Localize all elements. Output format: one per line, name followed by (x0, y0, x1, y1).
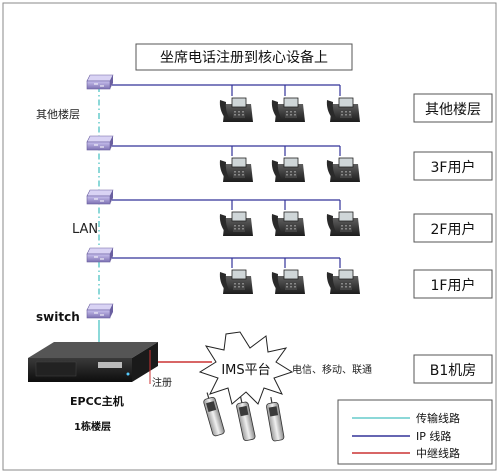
floor-label-2f: 2F用户 (431, 221, 476, 238)
ip-phone-icon (271, 157, 306, 183)
floor-box-b1 (413, 354, 493, 384)
legend-label-trunk: 传输线路 (416, 411, 460, 425)
switch-icon (86, 74, 114, 90)
ip-phone-icon (271, 269, 306, 295)
switch-icon (86, 135, 114, 151)
ims-starburst (198, 331, 294, 405)
register-label: 注册 (152, 376, 172, 389)
ip-phone-icon (326, 157, 361, 183)
lan-label: LAN (72, 222, 98, 237)
floor-box-1f (413, 269, 493, 299)
floor-label-3f: 3F用户 (431, 159, 476, 176)
host-name: EPCC主机 (70, 394, 124, 408)
floor-label-b1: B1机房 (430, 363, 477, 379)
ip-phone-icon (326, 211, 361, 237)
floor-box-2f (413, 213, 493, 243)
ip-bus (112, 84, 341, 268)
title-box (135, 43, 353, 71)
ip-phone-icon (326, 269, 361, 295)
epcc-server-icon (28, 342, 158, 382)
carriers-label: 电信、移动、联通 (292, 363, 372, 376)
legend-label-relay: 中继线路 (416, 446, 460, 460)
diagram-title: 坐席电话注册到核心设备上 (160, 49, 328, 66)
ims-label: IMS平台 (221, 363, 270, 378)
floor-box-3f (413, 151, 493, 181)
legend-box (337, 399, 493, 465)
legend-label-ip: IP 线路 (416, 429, 451, 443)
ip-phone-icon (326, 97, 361, 123)
other-floor-label: 其他楼层 (36, 107, 80, 121)
floor-box-other (413, 93, 493, 123)
switch-icon (86, 303, 114, 319)
floor-label-1f: 1F用户 (431, 277, 476, 294)
ip-phone-icon (219, 269, 254, 295)
switch-label: switch (36, 310, 80, 324)
mobile-phone-icon (236, 396, 256, 442)
ip-phone-icon (219, 157, 254, 183)
ip-phone-icon (271, 211, 306, 237)
switch-icon (86, 247, 114, 263)
ip-phone-icon (271, 97, 306, 123)
ip-phone-icon (219, 211, 254, 237)
floor-label-other: 其他楼层 (425, 102, 481, 118)
ip-phone-icon (219, 97, 254, 123)
switch-icon (86, 189, 114, 205)
mobile-phone-icon (203, 392, 225, 437)
mobile-phone-icon (266, 396, 285, 442)
host-location: 1栋楼层 (74, 420, 111, 433)
